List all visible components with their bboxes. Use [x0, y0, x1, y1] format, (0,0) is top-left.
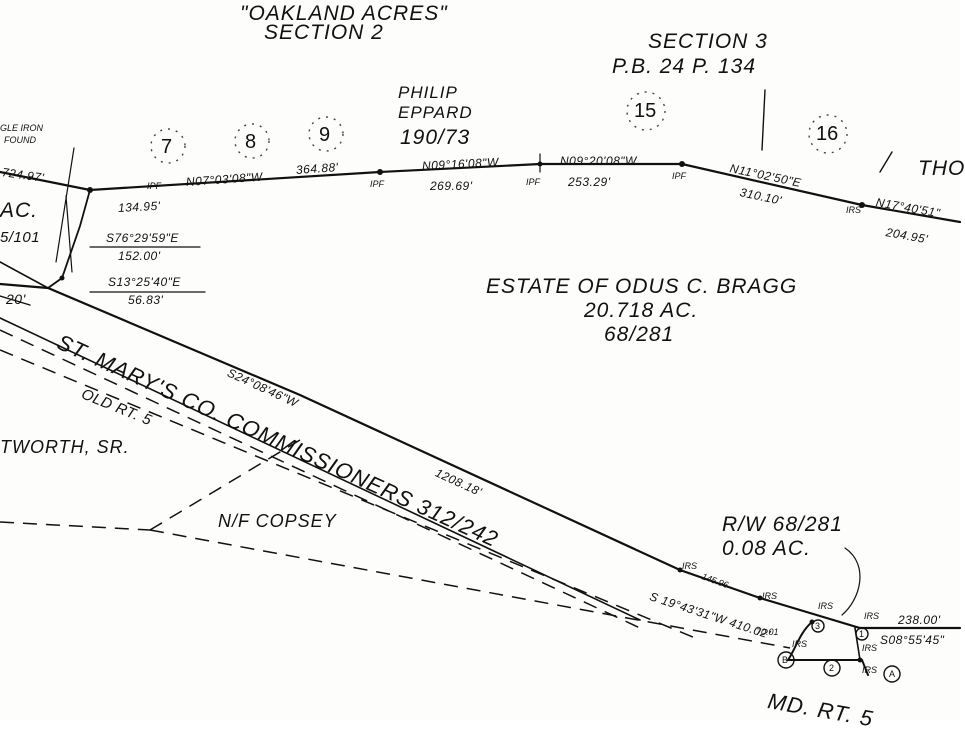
distance-label: 253.29' [568, 175, 611, 189]
section-3-title: SECTION 3 [648, 30, 768, 53]
row-leader [841, 547, 861, 616]
irs-marker: IRS [818, 601, 834, 611]
oakland-acres-section: SECTION 2 [264, 21, 384, 44]
row-parcel-outline [786, 621, 869, 676]
west-arc-line-2 [65, 195, 73, 273]
section-3-plat-book: P.B. 24 P. 134 [612, 55, 757, 78]
survey-point [59, 275, 65, 281]
bearing-label: S76°29'59"E [106, 231, 179, 245]
copsey-dashed-line [149, 439, 301, 531]
survey-point [679, 161, 685, 167]
survey-point [859, 202, 865, 208]
irs-marker: IRS [792, 639, 808, 649]
marker-3-label: 3 [815, 621, 821, 631]
distance-label: 56.83' [128, 293, 164, 307]
ipf-marker: IPF [370, 179, 385, 189]
plat-linework [0, 89, 962, 683]
old-rt5-dashed-line-2 [0, 349, 701, 641]
marker-1-label: 1 [859, 629, 865, 639]
left-parcel-deed: 5/101 [0, 229, 41, 246]
copsey-dashed-line-3 [149, 529, 791, 649]
marker-a-label: A [889, 669, 896, 679]
marker-circle-2 [823, 659, 841, 677]
lot-number: 9 [319, 124, 331, 146]
philip-eppard-line2: EPPARD [398, 103, 473, 122]
copsey-label: N/F COPSEY [218, 511, 337, 531]
bearing-label: S13°25'40"E [108, 275, 181, 289]
west-arc-line [55, 147, 75, 263]
iron-found-label: GLE IRON [0, 123, 44, 133]
philip-eppard-line1: PHILIP [398, 83, 458, 102]
irs-marker: IRS [762, 591, 778, 601]
estate-deed: 68/281 [604, 323, 675, 346]
west-divider-2 [0, 295, 31, 306]
section-divider [761, 89, 766, 151]
marker-circle-b [777, 651, 795, 669]
lot-divider-tho [879, 151, 893, 173]
irs-marker: IRS [846, 205, 862, 215]
ipf-marker: IPF [526, 177, 541, 187]
lot-number: 8 [245, 131, 257, 153]
west-divider [0, 261, 49, 289]
left-angle-label: 20' [6, 291, 26, 307]
survey-point [757, 595, 763, 601]
road-inner-line [0, 317, 641, 621]
lot-number: 16 [816, 123, 839, 145]
road-frontage-line [0, 282, 962, 630]
bearing-label: S08°55'45" [880, 633, 945, 647]
marker-2-label: 2 [829, 663, 835, 673]
estate-name: ESTATE OF ODUS C. BRAGG [486, 275, 798, 298]
oakland-acres-title: "OAKLAND ACRES" [240, 2, 448, 25]
marker-circle-1 [855, 627, 869, 641]
irs-marker: IRS [682, 561, 698, 571]
bearing-label: N09°20'08"W [560, 154, 637, 168]
whitworth-label: TWORTH, SR. [0, 437, 130, 457]
left-parcel-acreage: AC. [0, 199, 39, 222]
iron-found-label-2: FOUND [4, 135, 36, 145]
small-distance-label: 70.01 [756, 627, 779, 637]
tho-partial-label: THO [918, 157, 965, 180]
irs-marker: IRS [862, 643, 878, 653]
irs-marker: IRS [862, 665, 878, 675]
marker-circle-3 [811, 619, 825, 633]
row-deed: R/W 68/281 [722, 513, 843, 536]
row-acreage: 0.08 AC. [722, 537, 811, 560]
lot-circle-16 [808, 114, 848, 154]
marker-b-label: B [782, 655, 789, 665]
ipf-marker: IPF [672, 171, 687, 181]
lot-circle-9 [308, 116, 344, 152]
copsey-dashed-line-2 [0, 521, 151, 531]
distance-label: 269.69' [430, 179, 473, 193]
philip-eppard-deed: 190/73 [400, 126, 471, 149]
distance-label: 364.88' [295, 160, 339, 177]
old-rt5-dashed-line [0, 329, 641, 629]
survey-point [377, 169, 383, 175]
lot-circle-8 [234, 123, 270, 159]
distance-label: 152.00' [118, 249, 161, 263]
irs-marker: IRS [864, 611, 880, 621]
distance-label: 134.95' [117, 198, 161, 215]
survey-point [87, 187, 93, 193]
survey-point [857, 657, 863, 663]
lot-circle-15 [626, 91, 666, 131]
lot-circle-7 [150, 128, 186, 164]
survey-point [677, 567, 683, 573]
ipf-marker: IPF [147, 181, 162, 191]
marker-circle-a [883, 665, 901, 683]
survey-point [537, 161, 543, 167]
lot-number: 7 [161, 136, 173, 158]
distance-label: 238.00' [898, 613, 941, 627]
lot-number: 15 [634, 100, 657, 122]
estate-acreage: 20.718 AC. [584, 299, 699, 322]
